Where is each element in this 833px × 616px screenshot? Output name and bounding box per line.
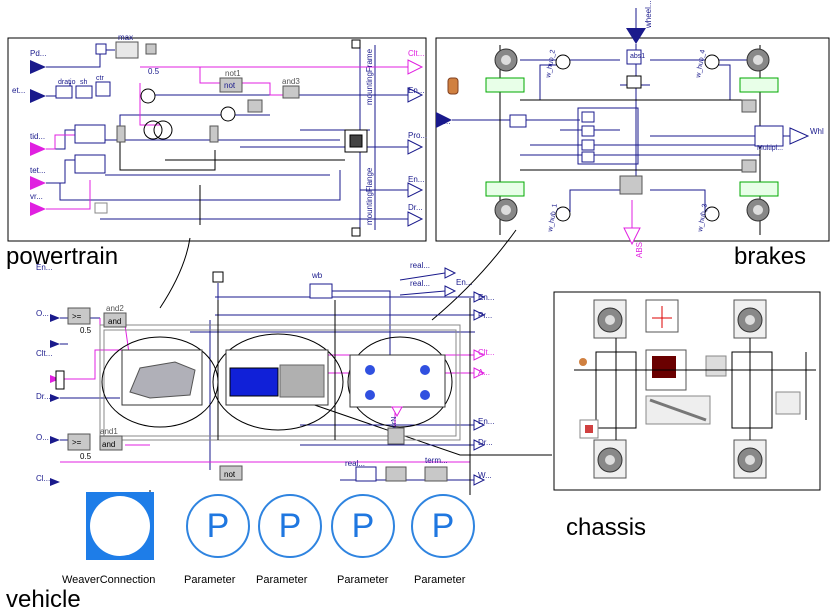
svg-text:wb: wb [311, 271, 323, 280]
parameter-icon-4[interactable]: P [411, 494, 475, 558]
svg-text:Clt...: Clt... [408, 49, 424, 58]
powertrain-black-wires [119, 140, 345, 225]
svg-text:real...: real... [345, 459, 365, 468]
svg-text:and3: and3 [282, 77, 300, 86]
svg-text:0.5: 0.5 [80, 326, 92, 335]
svg-text:not: not [224, 81, 236, 90]
svg-text:>=: >= [72, 312, 82, 321]
powertrain-port-texts: Pd... et... tid... tet... vr... Clt... E… [12, 33, 427, 212]
powertrain-input-ports [30, 60, 46, 216]
svg-text:tet...: tet... [30, 166, 46, 175]
svg-text:real...: real... [410, 279, 430, 288]
powertrain-label: powertrain [6, 243, 119, 270]
brakes-left-port [436, 112, 452, 128]
svg-text:O...: O... [36, 433, 49, 442]
svg-text:not1: not1 [225, 69, 241, 78]
svg-text:mountingFrame: mountingFrame [365, 48, 374, 105]
svg-text:Clt...: Clt... [478, 348, 494, 357]
powertrain-magenta-wires [46, 66, 408, 210]
svg-text:abs1: abs1 [630, 53, 645, 60]
svg-text:Clt...: Clt... [36, 349, 52, 358]
svg-text:wheel...: wheel... [644, 0, 653, 29]
brakes-port-texts: R... Whl Multipl... abs1 [438, 53, 824, 152]
svg-text:term...: term... [425, 456, 448, 465]
svg-text:and: and [108, 317, 121, 326]
weaver-connection-icon[interactable] [86, 492, 154, 560]
svg-text:0.5: 0.5 [80, 452, 92, 461]
parameter-label-3: Parameter [337, 574, 389, 586]
parameter-icon-2[interactable]: P [258, 494, 322, 558]
powertrain-connector-curve [159, 237, 191, 309]
brakes-connector-curve [431, 229, 517, 321]
svg-text:En...: En... [456, 278, 472, 287]
brakes-top-port [626, 28, 646, 44]
svg-text:Dr...: Dr... [478, 438, 493, 447]
brakes-label: brakes [734, 243, 807, 270]
svg-text:En...: En... [478, 417, 494, 426]
svg-text:tid...: tid... [30, 132, 45, 141]
chassis-label: chassis [566, 514, 647, 541]
brakes-blocks [485, 48, 784, 222]
svg-text:Pro...: Pro... [408, 131, 427, 140]
svg-text:W...: W... [478, 471, 492, 480]
svg-text:mountingFlange: mountingFlange [365, 167, 374, 225]
parameter-label-2: Parameter [256, 574, 308, 586]
parameter-icon-3[interactable]: P [331, 494, 395, 558]
chassis-connector-line [299, 399, 552, 456]
svg-text:0.5: 0.5 [148, 67, 160, 76]
svg-text:dratio: dratio [58, 79, 76, 86]
svg-text:Multipl...: Multipl... [757, 145, 783, 152]
svg-text:Dr...: Dr... [36, 392, 51, 401]
svg-text:orN: orN [391, 417, 398, 428]
svg-text:sh: sh [80, 79, 88, 86]
svg-text:Whl: Whl [810, 127, 824, 136]
svg-text:En...: En... [408, 86, 424, 95]
svg-text:vr...: vr... [30, 192, 43, 201]
svg-text:En...: En... [478, 293, 494, 302]
svg-text:Cl...: Cl... [36, 474, 50, 483]
svg-text:et...: et... [12, 86, 25, 95]
vehicle-diagram [50, 267, 486, 500]
svg-text:En...: En... [36, 263, 52, 272]
svg-text:real...: real... [410, 261, 430, 270]
svg-text:>=: >= [72, 438, 82, 447]
weaver-connection-label: WeaverConnection [62, 574, 156, 586]
powertrain-blocks [55, 39, 368, 237]
svg-text:max: max [118, 33, 133, 42]
svg-text:and2: and2 [106, 304, 124, 313]
svg-text:ABS: ABS [635, 242, 644, 258]
svg-text:Dr...: Dr... [408, 203, 423, 212]
svg-text:Pd...: Pd... [30, 49, 46, 58]
svg-text:O...: O... [36, 309, 49, 318]
svg-text:and1: and1 [100, 427, 118, 436]
vehicle-label: vehicle [6, 586, 81, 613]
svg-text:ctr: ctr [96, 75, 104, 82]
parameter-icon-1[interactable]: P [186, 494, 250, 558]
svg-text:En...: En... [408, 175, 424, 184]
svg-text:A...: A... [478, 368, 490, 377]
parameter-label-1: Parameter [184, 574, 236, 586]
vehicle-port-texts: En... O... Clt... Dr... O... Cl... En...… [36, 261, 494, 483]
svg-text:and: and [102, 440, 115, 449]
svg-text:not: not [224, 470, 236, 479]
svg-text:Pr...: Pr... [478, 311, 492, 320]
svg-text:R...: R... [438, 117, 450, 126]
chassis-components [574, 299, 816, 479]
parameter-label-4: Parameter [414, 574, 466, 586]
powertrain-blue-wires [46, 45, 408, 230]
